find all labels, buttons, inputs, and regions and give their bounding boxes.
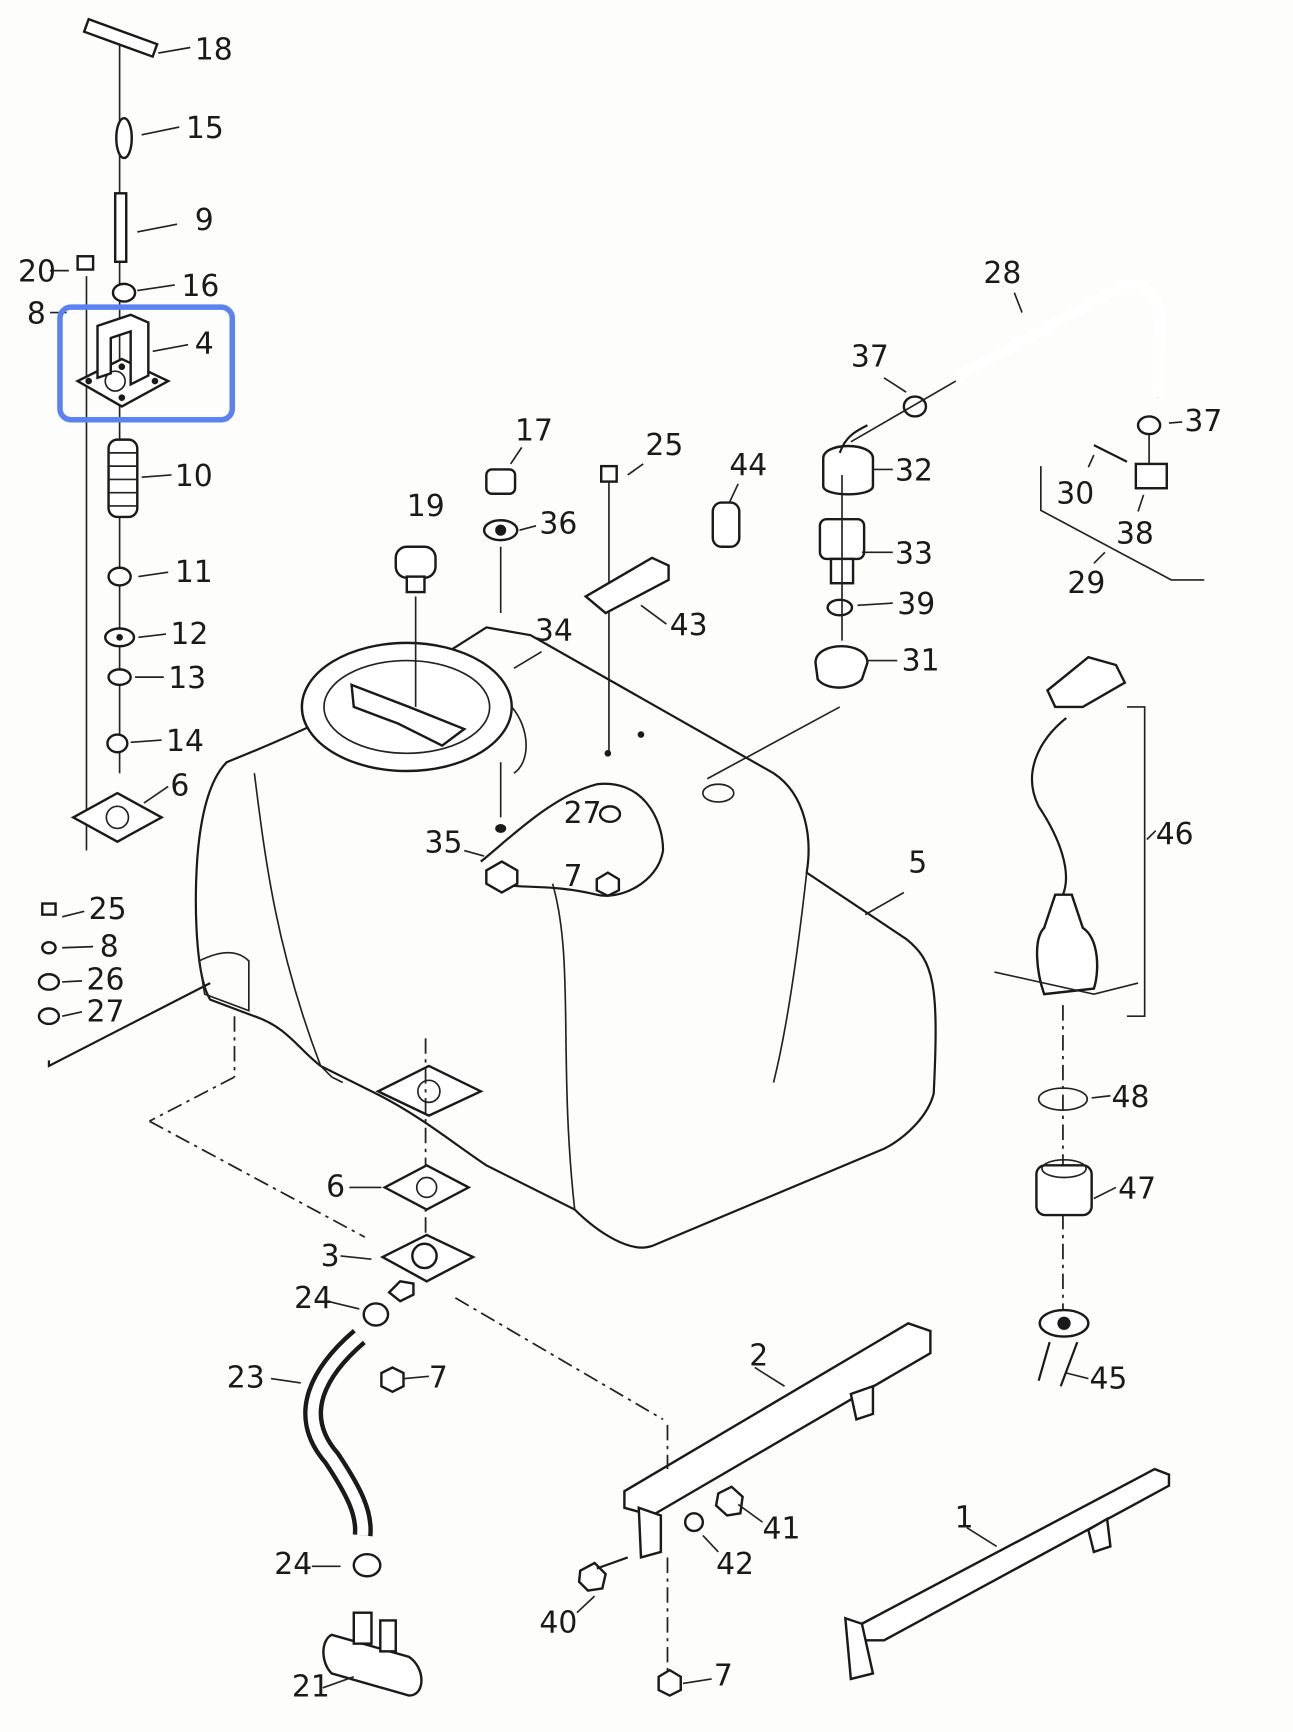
leader-lines (50, 46, 1183, 1689)
part-label-14: 14 (166, 724, 204, 759)
left-rod-assembly (37, 17, 211, 1068)
part-label-7: 7 (429, 1360, 448, 1395)
part-label-33: 33 (895, 536, 933, 571)
part-label-3: 3 (321, 1239, 340, 1274)
bottom-outlet-assembly (149, 1016, 664, 1697)
part-label-15: 15 (186, 111, 224, 146)
part-label-5: 5 (908, 846, 927, 881)
part-label-45: 45 (1089, 1361, 1127, 1396)
part-label-18: 18 (195, 33, 233, 68)
part-label-27: 27 (564, 796, 602, 831)
part-label-13: 13 (168, 661, 206, 696)
frame-bars (577, 1321, 1171, 1697)
part-label-10: 10 (175, 459, 213, 494)
part-label-41: 41 (762, 1512, 800, 1547)
part-label-40: 40 (539, 1606, 577, 1641)
part-label-35: 35 (424, 826, 462, 861)
part-label-27: 27 (86, 995, 124, 1030)
part-label-46: 46 (1156, 817, 1194, 852)
part-label-31: 31 (902, 643, 940, 678)
part-label-34: 34 (535, 614, 573, 649)
part-label-4: 4 (195, 326, 214, 361)
part-label-37: 37 (851, 340, 889, 375)
part-label-28: 28 (983, 256, 1021, 291)
part-label-24: 24 (294, 1281, 332, 1316)
part-label-12: 12 (170, 617, 208, 652)
part-label-29: 29 (1067, 566, 1105, 601)
part-label-19: 19 (407, 489, 445, 524)
part-label-11: 11 (175, 555, 213, 590)
part-label-20: 20 (18, 255, 56, 290)
rod-part (113, 192, 128, 264)
spring-part (107, 438, 139, 519)
part-label-32: 32 (895, 453, 933, 488)
part-label-7: 7 (714, 1659, 733, 1694)
t-handle-part (82, 17, 159, 59)
bolt-part (76, 255, 95, 271)
part-label-43: 43 (670, 608, 708, 643)
return-pipe-assembly (706, 279, 1205, 780)
part-label-1: 1 (955, 1501, 974, 1536)
bracket-part-4 (75, 313, 171, 408)
part-label-37: 37 (1184, 404, 1222, 439)
part-label-30: 30 (1056, 477, 1094, 512)
part-label-8: 8 (100, 930, 119, 965)
part-label-47: 47 (1118, 1171, 1156, 1206)
part-label-25: 25 (645, 428, 683, 463)
part-label-7: 7 (564, 859, 583, 894)
part-label-25: 25 (89, 892, 127, 927)
part-label-36: 36 (539, 507, 577, 542)
part-label-8: 8 (27, 297, 46, 332)
part-label-24: 24 (274, 1547, 312, 1582)
part-label-23: 23 (227, 1360, 265, 1395)
part-label-6: 6 (326, 1169, 345, 1204)
part-label-17: 17 (515, 414, 553, 449)
tank-part-5 (194, 626, 937, 1249)
part-label-48: 48 (1112, 1080, 1150, 1115)
highlight-box-part-4[interactable] (57, 304, 236, 423)
part-label-42: 42 (716, 1547, 754, 1582)
nut-part (111, 282, 137, 303)
part-label-9: 9 (195, 203, 214, 238)
part-label-6: 6 (170, 768, 189, 803)
part-label-26: 26 (86, 963, 124, 998)
part-label-21: 21 (292, 1670, 330, 1705)
upper-middle-parts (394, 464, 741, 898)
part-label-39: 39 (897, 587, 935, 622)
level-gauge-assembly (994, 655, 1146, 1387)
part-label-44: 44 (729, 448, 767, 483)
part-label-38: 38 (1116, 516, 1154, 551)
part-label-16: 16 (181, 269, 219, 304)
part-label-2: 2 (749, 1338, 768, 1373)
eye-bolt-part (115, 116, 133, 160)
